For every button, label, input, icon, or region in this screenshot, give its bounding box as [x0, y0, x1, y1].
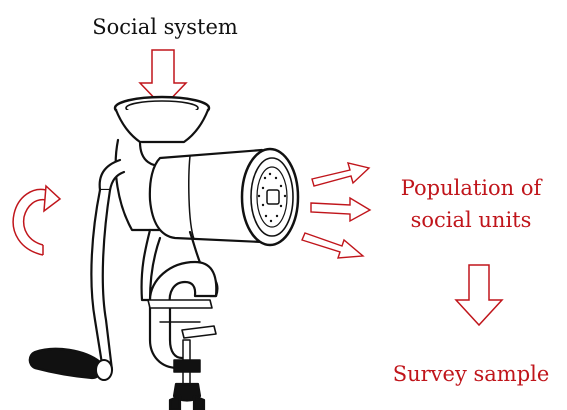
output-label: Population of social units [375, 172, 567, 236]
rotate-arrow-icon [12, 184, 62, 256]
final-label: Survey sample [392, 362, 550, 386]
output-arrows [301, 162, 372, 259]
output-label-line1: Population of [400, 176, 542, 200]
meat-grinder-icon [28, 95, 300, 410]
sample-arrow [454, 264, 504, 327]
output-arrow-2 [310, 196, 372, 223]
output-label-line2: social units [410, 208, 532, 232]
input-arrow [138, 49, 188, 109]
input-label: Social system [92, 15, 238, 39]
output-arrow-1 [311, 162, 371, 187]
output-arrow-3 [301, 232, 365, 259]
